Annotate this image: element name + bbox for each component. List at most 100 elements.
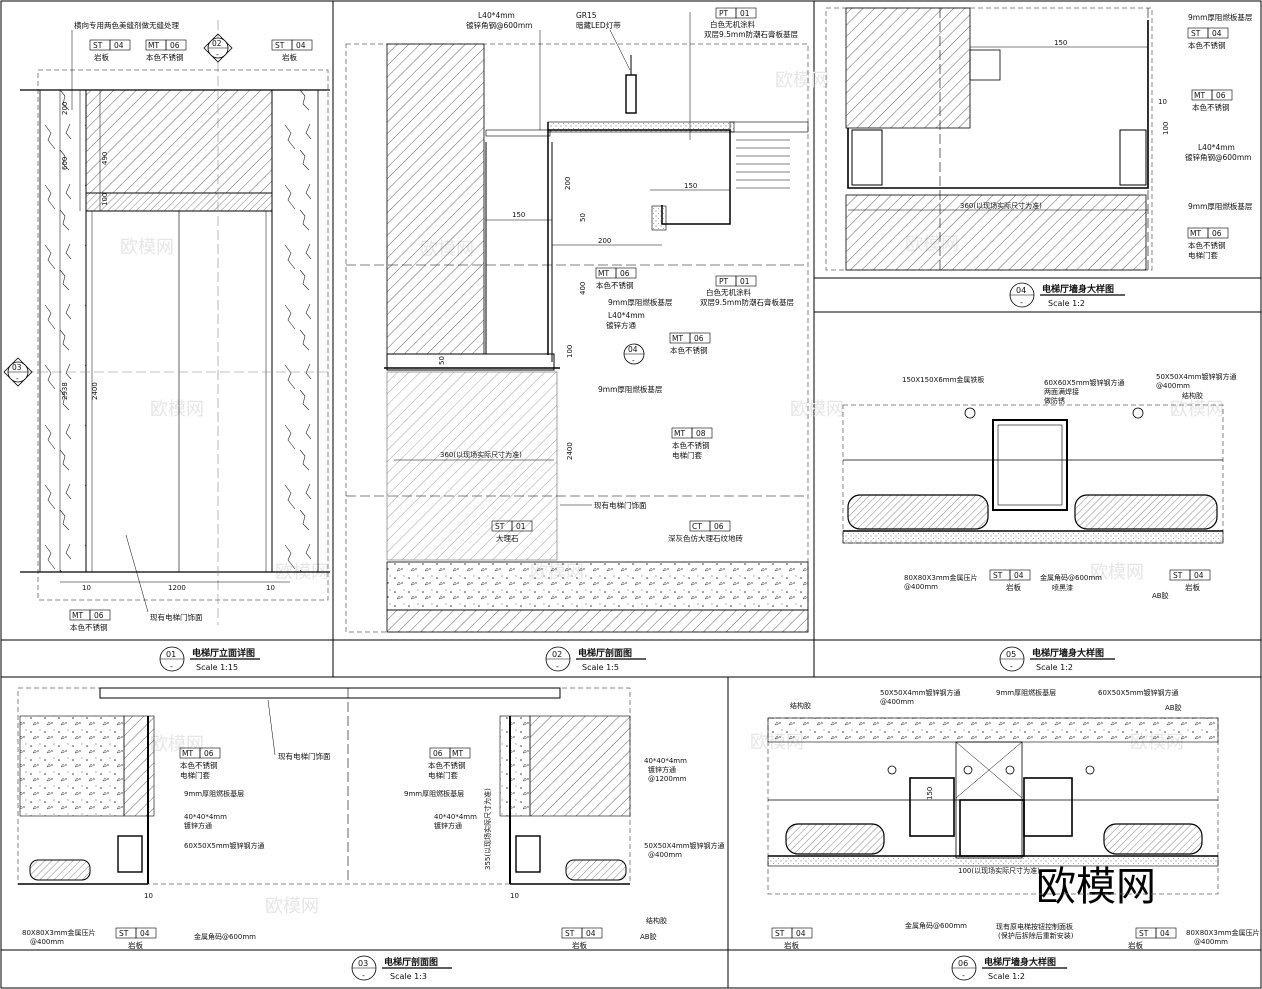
svg-text:-: - bbox=[216, 50, 219, 59]
section-marker-03: 03 - bbox=[3, 357, 33, 387]
svg-text:岩板: 岩板 bbox=[94, 52, 109, 62]
svg-text:06: 06 bbox=[433, 749, 443, 758]
svg-text:9mm厚阻燃板基层: 9mm厚阻燃板基层 bbox=[1188, 12, 1253, 22]
svg-text:两面满焊接: 两面满焊接 bbox=[1044, 387, 1079, 396]
svg-text:@400mm: @400mm bbox=[1156, 382, 1190, 390]
tag-st04-right: ST 04 岩板 bbox=[271, 39, 313, 62]
svg-text:50X50X4mm镀锌钢方通: 50X50X4mm镀锌钢方通 bbox=[1156, 372, 1237, 381]
svg-text:06: 06 bbox=[714, 522, 724, 531]
note-existing-door-01: 现有电梯门饰面 bbox=[150, 612, 203, 622]
svg-text:岩板: 岩板 bbox=[1128, 940, 1144, 950]
svg-text:金属角码@600mm: 金属角码@600mm bbox=[194, 932, 256, 941]
svg-text:镀锌方通: 镀锌方通 bbox=[184, 821, 212, 830]
svg-text:100: 100 bbox=[566, 345, 574, 358]
tag-mt06-p03r: 06 MT 本色不锈钢 电梯门套 bbox=[428, 747, 471, 780]
svg-text:06: 06 bbox=[170, 41, 180, 50]
svg-text:本色不锈钢: 本色不锈钢 bbox=[596, 280, 634, 290]
svg-text:现有电梯门饰面: 现有电梯门饰面 bbox=[594, 500, 647, 510]
svg-text:@400mm: @400mm bbox=[30, 938, 64, 946]
tag-st01: ST 01 大理石 bbox=[491, 520, 533, 543]
svg-text:355(以现场实际尺寸为准): 355(以现场实际尺寸为准) bbox=[483, 788, 492, 870]
svg-text:本色不锈钢: 本色不锈钢 bbox=[672, 440, 710, 450]
svg-text:50X50X4mm镀锌钢方通: 50X50X4mm镀锌钢方通 bbox=[644, 841, 725, 850]
svg-text:04: 04 bbox=[1212, 29, 1222, 38]
svg-text:40*40*4mm: 40*40*4mm bbox=[434, 813, 477, 821]
svg-text:本色不锈钢: 本色不锈钢 bbox=[146, 52, 184, 62]
svg-text:10: 10 bbox=[82, 584, 91, 592]
section-marker-02: 02 - bbox=[203, 33, 233, 63]
dims-vertical-01 bbox=[59, 90, 101, 572]
svg-text:50: 50 bbox=[579, 213, 587, 222]
svg-text:40*40*4mm: 40*40*4mm bbox=[644, 757, 687, 765]
tag-mt06-p04a: MT 06 本色不锈钢 bbox=[1191, 89, 1233, 112]
svg-text:80X80X3mm金属压片: 80X80X3mm金属压片 bbox=[22, 928, 96, 937]
svg-text:-: - bbox=[16, 374, 19, 383]
svg-text:10: 10 bbox=[510, 892, 519, 900]
svg-text:镀锌角钢@600mm: 镀锌角钢@600mm bbox=[466, 20, 532, 30]
svg-text:电梯厅墙身大样图: 电梯厅墙身大样图 bbox=[1032, 647, 1104, 659]
svg-text:200: 200 bbox=[564, 177, 572, 190]
svg-text:04: 04 bbox=[140, 929, 150, 938]
svg-text:电梯厅剖面图: 电梯厅剖面图 bbox=[578, 647, 632, 659]
svg-text:岩板: 岩板 bbox=[1006, 582, 1021, 592]
svg-text:MT: MT bbox=[598, 269, 609, 278]
svg-text:9mm厚阻燃板基层: 9mm厚阻燃板基层 bbox=[404, 789, 464, 798]
svg-text:04: 04 bbox=[296, 41, 306, 50]
svg-text:MT: MT bbox=[148, 41, 159, 50]
svg-text:PT: PT bbox=[719, 277, 729, 286]
svg-text:04: 04 bbox=[1160, 929, 1170, 938]
svg-text:50X50X4mm镀锌钢方通: 50X50X4mm镀锌钢方通 bbox=[880, 688, 961, 697]
svg-text:03: 03 bbox=[12, 363, 22, 372]
svg-text:04: 04 bbox=[1194, 571, 1204, 580]
svg-text:电梯门套: 电梯门套 bbox=[180, 770, 210, 780]
svg-text:60X50X5mm镀锌钢方通: 60X50X5mm镀锌钢方通 bbox=[184, 841, 265, 850]
tag-st04-top: ST 04 岩板 bbox=[89, 39, 131, 62]
svg-text:Scale 1:5: Scale 1:5 bbox=[582, 663, 619, 672]
svg-text:欧模网: 欧模网 bbox=[150, 734, 204, 755]
svg-text:60X50X5mm镀锌钢方通: 60X50X5mm镀锌钢方通 bbox=[1098, 688, 1179, 697]
tag-st04-p06a: ST 04 岩板 bbox=[771, 927, 813, 950]
svg-text:结构胶: 结构胶 bbox=[1182, 391, 1203, 400]
svg-text:AB胶: AB胶 bbox=[640, 932, 657, 941]
svg-text:大理石: 大理石 bbox=[496, 533, 519, 543]
svg-text:80X80X3mm金属压片: 80X80X3mm金属压片 bbox=[1186, 928, 1260, 937]
svg-text:@1200mm: @1200mm bbox=[648, 775, 687, 783]
svg-text:ST: ST bbox=[495, 522, 505, 531]
svg-text:电梯厅墙身大样图: 电梯厅墙身大样图 bbox=[1042, 283, 1114, 295]
svg-text:CT: CT bbox=[692, 522, 702, 531]
panel-06-detail: 结构胶 50X50X4mm镀锌钢方通 @400mm 9mm厚阻燃板基层 60X5… bbox=[767, 688, 1260, 950]
svg-text:ST: ST bbox=[1191, 29, 1201, 38]
svg-text:ST: ST bbox=[993, 571, 1003, 580]
svg-text:150: 150 bbox=[684, 182, 697, 190]
svg-text:2400: 2400 bbox=[566, 442, 574, 460]
svg-text:ST: ST bbox=[275, 41, 285, 50]
svg-text:9mm厚阻燃板基层: 9mm厚阻燃板基层 bbox=[996, 688, 1056, 697]
tag-st04-p05a: ST 04 岩板 bbox=[989, 569, 1031, 592]
tag-ct06: CT 06 深灰色仿大理石纹地砖 bbox=[668, 520, 743, 543]
svg-text:04: 04 bbox=[114, 41, 124, 50]
svg-text:50: 50 bbox=[438, 356, 446, 365]
svg-text:Scale 1:2: Scale 1:2 bbox=[988, 972, 1025, 981]
svg-text:-: - bbox=[556, 662, 559, 671]
svg-text:本色不锈钢: 本色不锈钢 bbox=[70, 622, 108, 632]
tag-mt06-top: MT 06 本色不锈钢 bbox=[145, 39, 187, 62]
svg-text:岩板: 岩板 bbox=[784, 940, 799, 950]
tag-mt06-p02b: MT 06 本色不锈钢 bbox=[669, 332, 711, 355]
svg-text:MT: MT bbox=[674, 429, 685, 438]
svg-text:Scale 1:2: Scale 1:2 bbox=[1048, 299, 1085, 308]
svg-text:L40*4mm: L40*4mm bbox=[608, 311, 645, 320]
svg-text:600: 600 bbox=[61, 157, 69, 170]
tag-pt01-p02b: PT 01 白色无机涂料 双层9.5mm防潮石膏板基层 bbox=[700, 275, 795, 307]
title-02: 02 - 电梯厅剖面图 Scale 1:5 bbox=[545, 646, 646, 672]
svg-text:9mm厚阻燃板基层: 9mm厚阻燃板基层 bbox=[608, 297, 673, 307]
svg-text:150X150X6mm金属铁板: 150X150X6mm金属铁板 bbox=[902, 375, 984, 384]
tag-mt06-p02a: MT 06 本色不锈钢 bbox=[595, 267, 637, 290]
panel-05-detail: 150X150X6mm金属铁板 60X60X5mm镀锌钢方通 两面满焊接 做防锈… bbox=[842, 372, 1237, 600]
panel-01-elevation: 横向专用两色美缝剂做无缝处理 ST 04 岩板 MT 06 本色不锈钢 02 - bbox=[3, 20, 330, 632]
svg-text:MT: MT bbox=[452, 749, 463, 758]
svg-text:04: 04 bbox=[628, 345, 638, 354]
svg-text:欧模网: 欧模网 bbox=[1090, 562, 1144, 583]
title-06: 06 - 电梯厅墙身大样图 Scale 1:2 bbox=[951, 955, 1067, 981]
svg-text:9mm厚阻燃板基层: 9mm厚阻燃板基层 bbox=[1188, 201, 1253, 211]
svg-text:-: - bbox=[632, 356, 635, 365]
